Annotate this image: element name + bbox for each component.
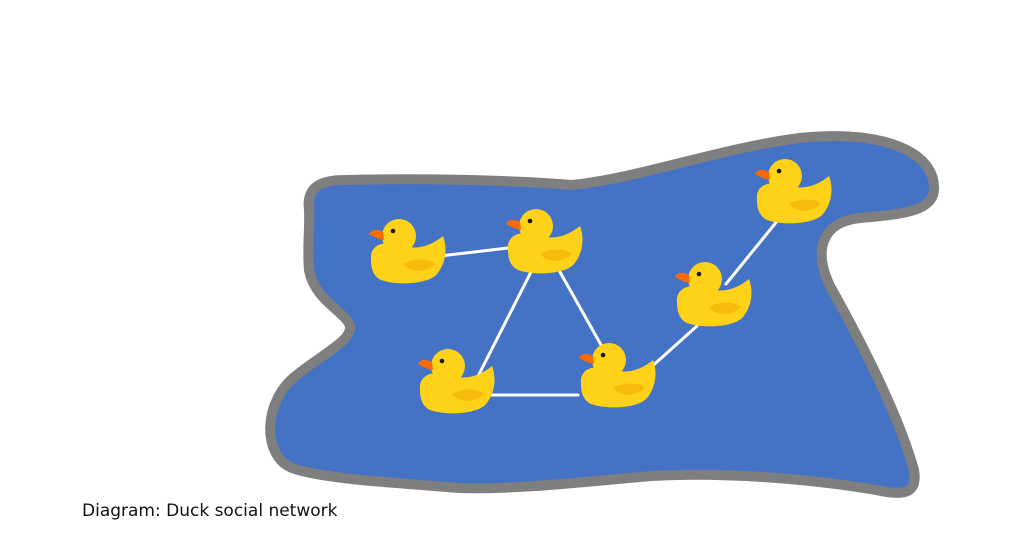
edge-duck-a-duck-b [438,246,510,258]
pond [265,131,939,498]
edge-duck-b-duck-c [467,270,533,396]
edge-duck-e-duck-f [724,218,780,286]
edge-duck-b-duck-d [558,270,607,354]
diagram-caption: Diagram: Duck social network [82,501,338,521]
